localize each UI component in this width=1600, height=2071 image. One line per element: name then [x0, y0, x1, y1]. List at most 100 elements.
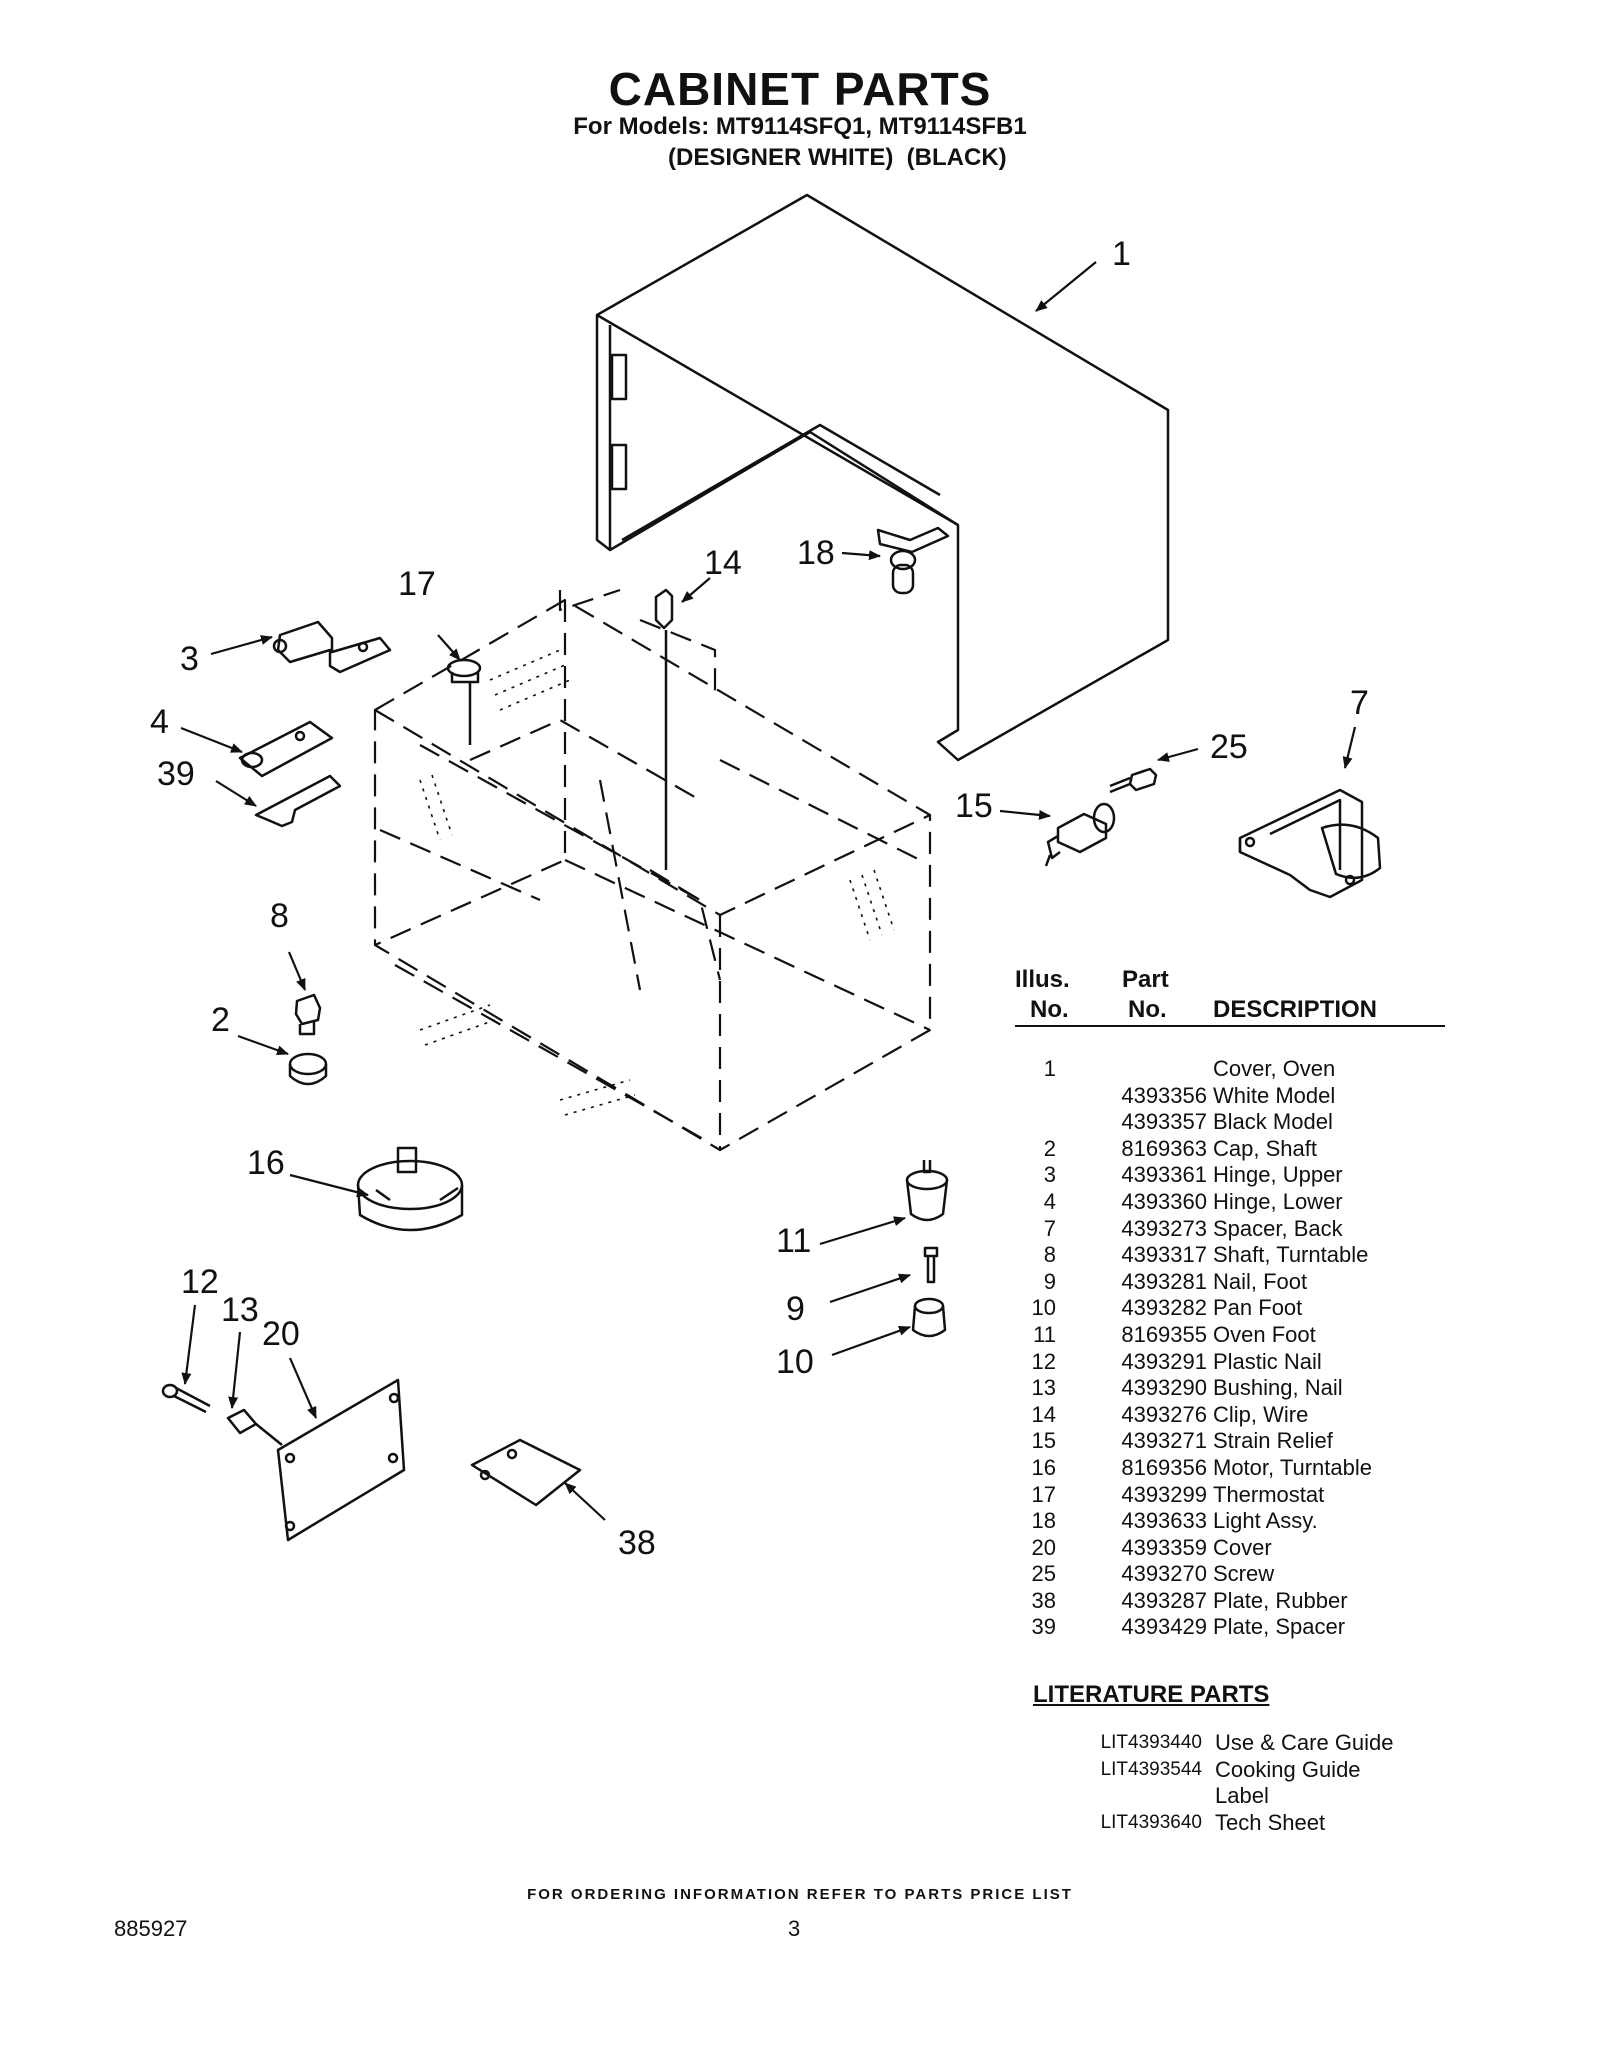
wire-clip-part — [654, 588, 674, 870]
literature-row: LIT4393640 Tech Sheet — [1060, 1810, 1480, 1837]
model-numbers: For Models: MT9114SFQ1, MT9114SFB1 — [573, 113, 1027, 140]
description-cell: Cover, Oven — [1213, 1056, 1336, 1081]
callout-8: 8 — [270, 897, 289, 935]
strain-relief-part — [1044, 802, 1116, 867]
description-cell: Screw — [1213, 1561, 1275, 1587]
callout-4: 4 — [150, 703, 169, 741]
callout-17: 17 — [398, 565, 436, 603]
callout-3: 3 — [180, 640, 199, 678]
description-cell: Clip, Wire — [1213, 1401, 1309, 1427]
description-cell: Cap, Shaft — [1213, 1135, 1317, 1161]
description-cell: Bushing, Nail — [1213, 1375, 1343, 1401]
upper-hinge-part — [272, 620, 392, 674]
literature-number-cell: LIT4393640 — [1100, 1811, 1202, 1833]
foot-nail-part — [923, 1246, 939, 1284]
illus-cell: 15 — [1031, 1428, 1056, 1454]
literature-description-cell: Use & Care Guide — [1215, 1730, 1394, 1755]
callout-39: 39 — [157, 755, 195, 793]
pan-foot-part — [911, 1297, 947, 1338]
description-cell: Plate, Spacer — [1213, 1614, 1346, 1640]
illus-cell: 9 — [1043, 1268, 1056, 1294]
table-header-rule — [1015, 1025, 1445, 1027]
shaft-cap-part — [288, 1052, 328, 1086]
screw-part — [1109, 767, 1158, 794]
description-cell: Light Assy. — [1213, 1508, 1318, 1534]
illus-cell: 2 — [1043, 1135, 1056, 1161]
illus-cell: 39 — [1031, 1614, 1056, 1640]
illus-cell: 14 — [1031, 1401, 1056, 1427]
callout-25: 25 — [1210, 728, 1248, 766]
part-number-cell: 4393282 — [1121, 1295, 1207, 1321]
callout-16: 16 — [247, 1144, 285, 1182]
model-colors: (DESIGNER WHITE) (BLACK) — [668, 144, 1007, 171]
illus-cell: 13 — [1031, 1375, 1056, 1401]
turntable-motor-part — [356, 1146, 464, 1232]
description-cell: Nail, Foot — [1213, 1268, 1308, 1294]
part-number-cell: 4393356 — [1121, 1082, 1207, 1108]
cabinet-frame — [373, 588, 932, 1152]
callout-20: 20 — [262, 1315, 300, 1353]
part-number-cell: 4393317 — [1121, 1242, 1207, 1268]
cabinet-vent-holes — [419, 649, 895, 1116]
nail-bushing-part — [226, 1408, 283, 1446]
part-number-cell: 4393359 — [1121, 1534, 1207, 1560]
callout-13: 13 — [221, 1291, 259, 1329]
illus-cell: 11 — [1033, 1321, 1056, 1347]
spacer-plate-part — [254, 774, 342, 828]
callout-11: 11 — [776, 1222, 812, 1260]
back-spacer-part — [1238, 788, 1382, 899]
description-cell: Black Model — [1213, 1109, 1333, 1135]
description-cell: Oven Foot — [1213, 1321, 1316, 1347]
col-description: DESCRIPTION — [1213, 996, 1378, 1023]
col-part-line1: Part — [1122, 966, 1169, 993]
description-cell: Motor, Turntable — [1213, 1454, 1372, 1480]
description-cell: Hinge, Lower — [1213, 1188, 1343, 1214]
literature-description-cell: Tech Sheet — [1215, 1809, 1326, 1835]
callout-2: 2 — [211, 1001, 230, 1039]
illus-cell: 20 — [1031, 1534, 1056, 1560]
description-cell: Cover — [1213, 1534, 1272, 1560]
literature-description-cell: Cooking Guide — [1215, 1756, 1361, 1782]
description-cell: Spacer, Back — [1213, 1215, 1343, 1241]
turntable-shaft-part — [294, 993, 322, 1036]
callout-10: 10 — [776, 1343, 814, 1381]
document-number: 885927 — [114, 1916, 188, 1941]
literature-number-cell: LIT4393544 — [1100, 1758, 1202, 1780]
oven-foot-part — [905, 1160, 949, 1222]
description-cell: Strain Relief — [1213, 1428, 1333, 1454]
part-number-cell: 8169355 — [1121, 1321, 1207, 1347]
ordering-note: FOR ORDERING INFORMATION REFER TO PARTS … — [527, 1886, 1073, 1903]
part-number-cell: 4393290 — [1121, 1375, 1207, 1401]
part-number-cell: 8169356 — [1121, 1454, 1207, 1480]
callout-38: 38 — [618, 1524, 656, 1562]
part-number-cell: 4393361 — [1121, 1162, 1207, 1188]
page-number: 3 — [788, 1916, 801, 1941]
part-number-cell: 4393291 — [1121, 1348, 1207, 1374]
col-part-line2: No. — [1128, 996, 1167, 1023]
description-cell: Plastic Nail — [1213, 1348, 1322, 1374]
rubber-plate-part — [470, 1438, 582, 1507]
callout-7: 7 — [1350, 684, 1369, 722]
part-number-cell: 8169363 — [1121, 1135, 1207, 1161]
illus-cell: 25 — [1031, 1561, 1056, 1587]
part-number-cell: 4393357 — [1121, 1109, 1207, 1135]
light-assembly-part — [876, 526, 950, 595]
